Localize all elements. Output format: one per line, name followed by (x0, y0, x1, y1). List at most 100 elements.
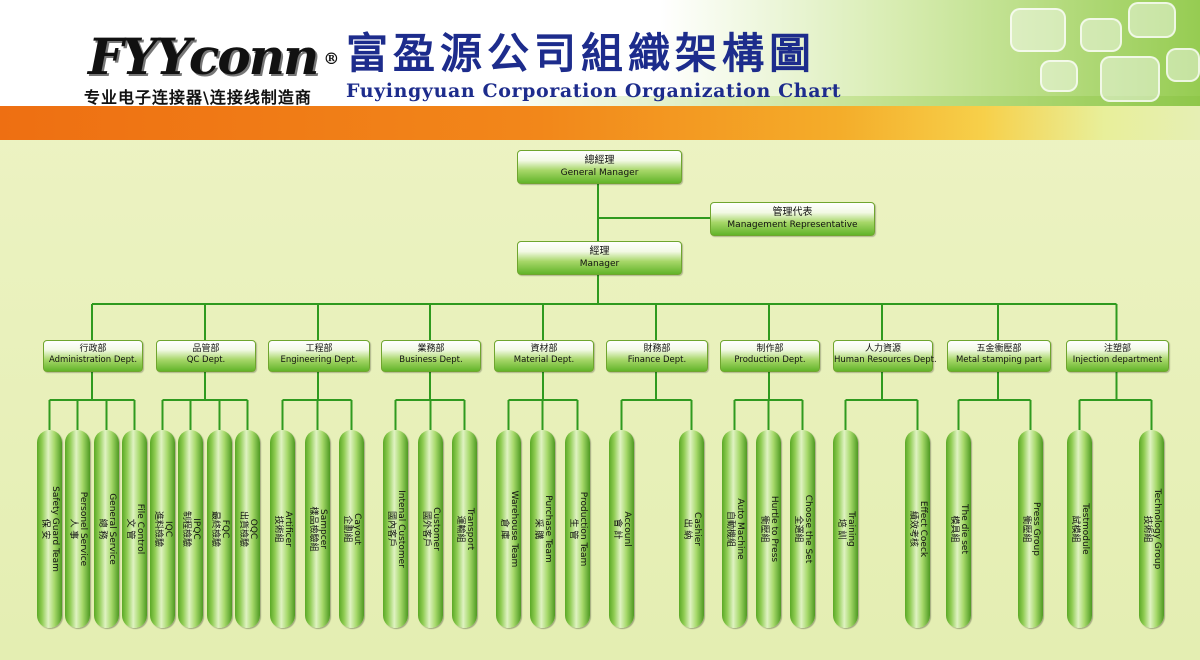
registered-mark: ® (323, 49, 339, 68)
team-name-cn: 試模組 (1069, 515, 1080, 543)
decor-square (1100, 56, 1160, 102)
dept-name-cn: 財務部 (643, 344, 671, 354)
team-name-en: IPQC (190, 518, 201, 540)
decor-square (1010, 8, 1066, 52)
team-name-cn: 出貨檢驗 (237, 510, 248, 547)
management-representative-box: 管理代表 Management Representative (710, 202, 875, 236)
dept-name-cn: 資材部 (530, 344, 558, 354)
team-name-en: Safety Guard Team (49, 486, 60, 572)
dept-name-cn: 工程部 (305, 344, 333, 354)
dept-name-cn: 品管部 (192, 344, 220, 354)
decor-square (1080, 18, 1122, 52)
manager-cn: 經理 (589, 246, 610, 257)
management-rep-en: Management Representative (727, 220, 858, 230)
team-name-en: Cayout (351, 513, 362, 545)
team-name-en: Hurtle to Press (768, 495, 779, 563)
team-name-cn: 保 安 (39, 518, 50, 540)
dept-name-en: Human Resources Dept. (834, 355, 937, 365)
team-name-en: Intenal Customer (395, 490, 406, 568)
team-name-cn: 人 事 (67, 518, 78, 540)
team-name-en: General Service (106, 493, 117, 565)
team-name-cn: 文 管 (124, 518, 135, 540)
general-manager-cn: 總經理 (584, 155, 615, 166)
team-name-en: Auto Machine (734, 498, 745, 560)
dept-name-cn: 人力資源 (864, 344, 901, 354)
team-name-en: Artificer (282, 511, 293, 547)
team-name-en: Personel Service (77, 491, 88, 567)
chart-title-english: Fuyingyuan Corporation Organization Char… (346, 80, 842, 102)
team-name-en: File Control (134, 503, 145, 555)
team-name-en: Cashier (691, 512, 702, 546)
team-name-en: Production Team (577, 491, 588, 567)
team-name-cn: 倉 庫 (498, 518, 509, 540)
dept-name-cn: 業務部 (417, 344, 445, 354)
team-name-cn: 制程檢驗 (180, 510, 191, 547)
decor-square (1040, 60, 1078, 92)
team-name-cn: 會 計 (611, 518, 622, 540)
dept-name-en: Engineering Dept. (280, 355, 358, 365)
team-name-en: Accounl (621, 511, 632, 547)
team-name-cn: 衝壓組 (1020, 515, 1031, 543)
general-manager-en: General Manager (560, 168, 639, 178)
team-name-en: Warehouse Team (508, 490, 519, 568)
team-name-en: Transport (464, 507, 475, 551)
team-name-cn: 技術組 (1141, 515, 1152, 543)
header-orange-band (0, 106, 1200, 140)
company-slogan: 专业电子连接器\连接线制造商 (84, 88, 312, 107)
logo-text: FYYconn (88, 27, 319, 86)
dept-name-en: Production Dept. (734, 355, 806, 365)
decor-square (1166, 48, 1200, 82)
dept-name-en: Injection department (1072, 355, 1163, 365)
management-rep-cn: 管理代表 (772, 207, 813, 218)
team-name-cn: 樣品檢驗組 (307, 506, 318, 552)
dept-name-cn: 注塑部 (1103, 344, 1131, 354)
dept-name-en: Metal stamping part (955, 355, 1043, 365)
decor-square (1128, 2, 1176, 38)
team-name-en: Effect Coeck (917, 500, 928, 558)
team-name-cn: 運輸組 (454, 515, 465, 543)
team-name-en: Customer (430, 507, 441, 551)
team-name-cn: 生 管 (567, 518, 578, 540)
team-name-cn: 總 務 (96, 518, 107, 540)
team-name-en: Press Group (1030, 502, 1041, 556)
team-name-cn: 采 購 (532, 518, 543, 540)
